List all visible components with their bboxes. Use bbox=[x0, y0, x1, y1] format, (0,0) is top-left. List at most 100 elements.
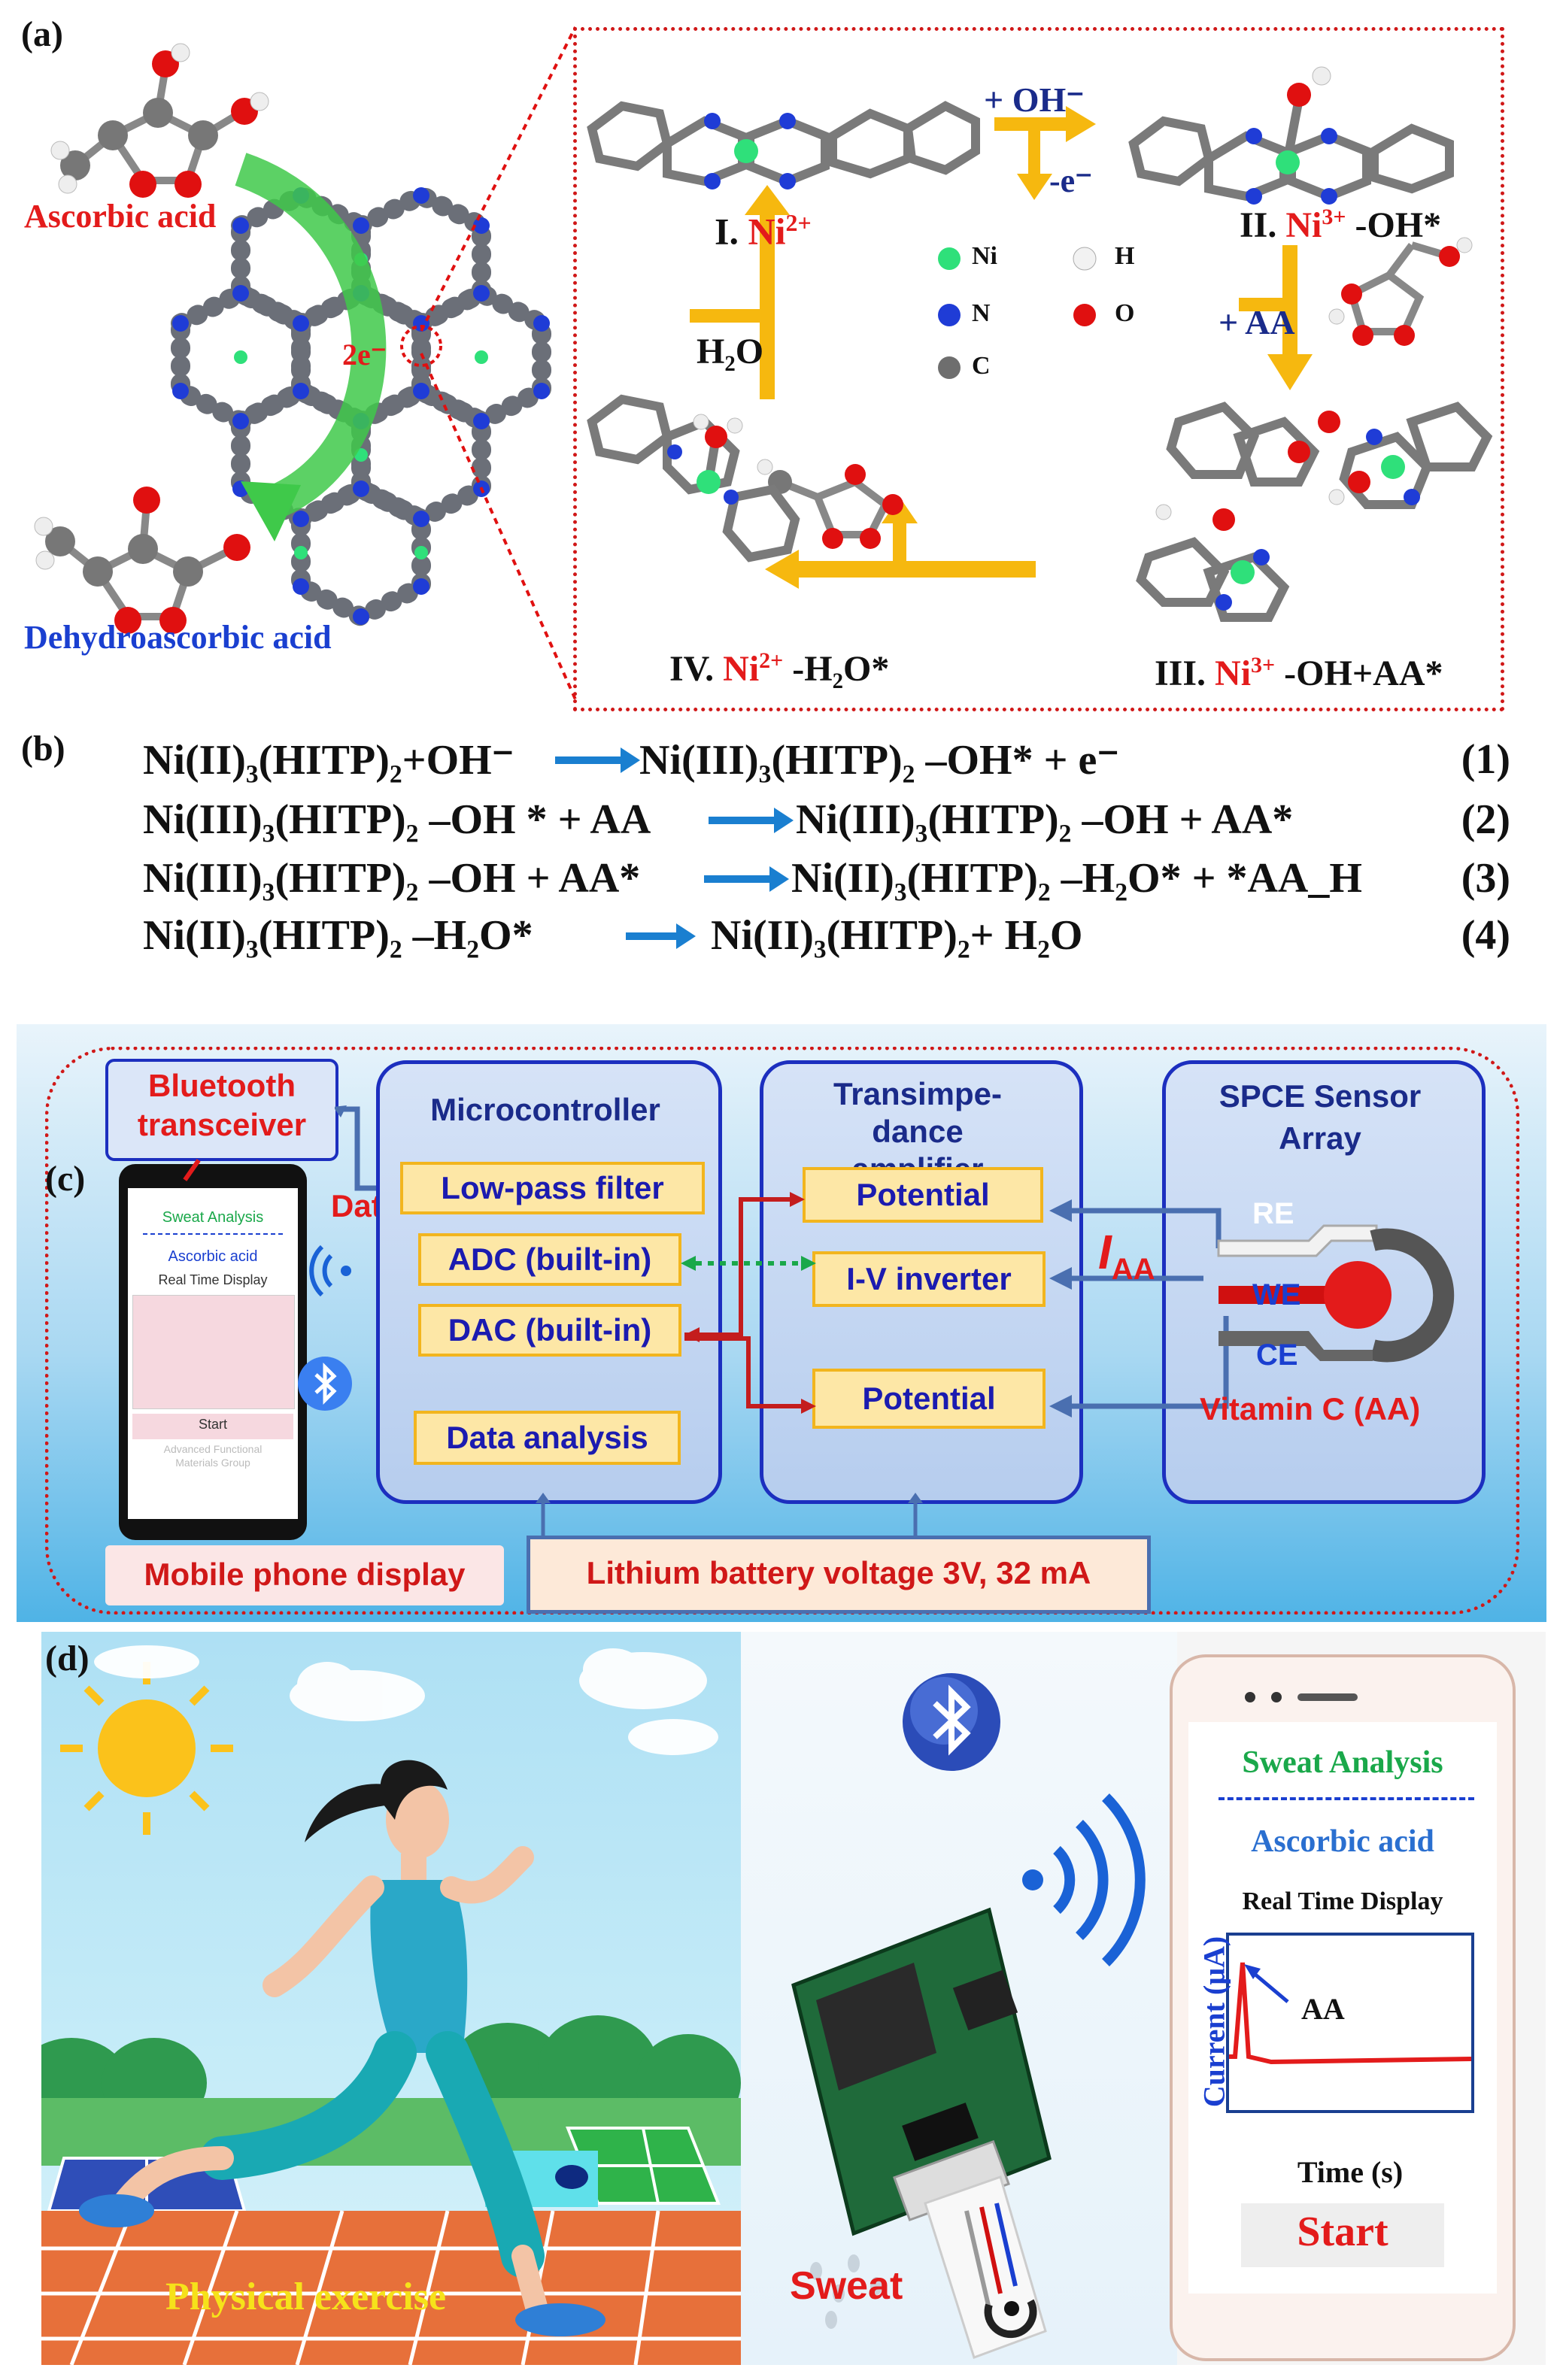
panel-c-phone-analyte: Ascorbic acid bbox=[168, 1248, 258, 1265]
sun-icon bbox=[60, 1662, 233, 1835]
panel-c-phone-start-button[interactable]: Start bbox=[198, 1417, 227, 1432]
equation-4-rhs: Ni(II)₃(HITP)₂+ H₂O bbox=[711, 912, 1083, 959]
panel-d-start-button[interactable]: Start bbox=[1297, 2209, 1388, 2255]
zoom-connector-lines bbox=[420, 26, 577, 699]
phone-speaker bbox=[1297, 1693, 1358, 1701]
step-iv-label: IV. Ni2+ -H₂O* bbox=[669, 648, 890, 689]
equation-2-rhs: Ni(III)₃(HITP)₂ –OH + AA* bbox=[796, 796, 1294, 843]
panel-c-phone-footer: Advanced Functional Materials Group bbox=[163, 1443, 263, 1469]
dehydroascorbic-acid-molecule bbox=[34, 487, 250, 634]
panel-d-phone-analyte: Ascorbic acid bbox=[1251, 1824, 1434, 1859]
adc-box: ADC (built-in) bbox=[418, 1233, 681, 1286]
signal-connections bbox=[681, 1192, 1229, 1417]
step-iii-label: III. Ni3+ -OH+AA* bbox=[1155, 653, 1443, 693]
oh-addition-label: + OH⁻ bbox=[984, 80, 1085, 119]
equation-2-number: (2) bbox=[1461, 796, 1510, 843]
panel-d-label: (d) bbox=[45, 1639, 90, 1678]
legend-o: O bbox=[1115, 299, 1135, 327]
peak-arrow-line bbox=[1249, 1969, 1289, 2003]
equation-1-number: (1) bbox=[1461, 736, 1510, 783]
equation-2: Ni(III)₃(HITP)₂ –OH * + AA bbox=[143, 796, 651, 843]
re-label: RE bbox=[1252, 1197, 1294, 1230]
wireless-signal-large-icon bbox=[1022, 1793, 1146, 1966]
equation-2-arrow bbox=[709, 817, 776, 824]
battery-box bbox=[527, 1536, 1151, 1614]
mobile-display-box bbox=[105, 1545, 504, 1605]
step-iii-molecule bbox=[1136, 402, 1493, 622]
wireless-signal-icon bbox=[309, 1245, 351, 1297]
panel-b-label: (b) bbox=[21, 729, 65, 769]
bluetooth-icon bbox=[298, 1357, 352, 1411]
arrow-head bbox=[621, 747, 640, 773]
water-release-label: H₂O bbox=[697, 332, 764, 371]
equation-3-number: (3) bbox=[1461, 855, 1510, 902]
oh-addition-arrow bbox=[994, 106, 1096, 200]
dha-product-molecule bbox=[757, 459, 903, 549]
aa-molecule bbox=[1328, 237, 1473, 346]
equation-3-arrow bbox=[704, 875, 772, 883]
arrow-head bbox=[769, 866, 789, 892]
bluetooth-transceiver-label: Bluetooth transceiver bbox=[137, 1068, 307, 1142]
battery-label: Lithium battery voltage 3V, 32 mA bbox=[586, 1555, 1091, 1590]
mof-framework-illustration bbox=[34, 43, 551, 634]
equation-3: Ni(III)₃(HITP)₂ –OH + AA* bbox=[143, 855, 641, 902]
panel-d-phone-divider bbox=[1219, 1797, 1474, 1800]
equation-4-number: (4) bbox=[1461, 912, 1510, 959]
bluetooth-sphere-icon bbox=[903, 1673, 1000, 1771]
panel-d-phone-mode: Real Time Display bbox=[1242, 1887, 1443, 1915]
panel-c-label: (c) bbox=[45, 1159, 86, 1199]
electron-loss-label: -e⁻ bbox=[1049, 162, 1093, 199]
step-ii-molecule bbox=[1128, 97, 1454, 202]
equation-1-arrow bbox=[555, 756, 623, 764]
mobile-display-label: Mobile phone display bbox=[144, 1557, 466, 1592]
green-reaction-arrow bbox=[235, 153, 387, 520]
sweat-label: Sweat bbox=[790, 2264, 903, 2308]
iv-inverter-box: I-V inverter bbox=[812, 1251, 1046, 1307]
dehydroascorbic-acid-label: Dehydroascorbic acid bbox=[24, 619, 332, 656]
ce-label: CE bbox=[1256, 1339, 1298, 1372]
tia-potential-bottom-box: Potential bbox=[812, 1369, 1046, 1429]
step-i-atoms bbox=[704, 113, 796, 189]
spce-sensor-array-title: SPCE Sensor Array bbox=[1219, 1078, 1422, 1156]
equation-1: Ni(II)₃(HITP)₂+OH⁻ bbox=[143, 737, 514, 784]
current-time-plot-frame bbox=[1226, 1933, 1474, 2113]
equation-1-rhs: Ni(III)₃(HITP)₂ –OH* + e⁻ bbox=[639, 737, 1119, 784]
we-label: WE bbox=[1252, 1278, 1301, 1311]
arrow-head bbox=[676, 923, 696, 949]
legend-c: C bbox=[972, 352, 991, 380]
running-scene-art bbox=[41, 1645, 741, 2365]
panel-c-phone-mode: Real Time Display bbox=[158, 1272, 268, 1287]
atom-legend-markers bbox=[938, 247, 1097, 379]
panel-c-phone-divider bbox=[143, 1233, 283, 1235]
step-ii-label: II. Ni3+ -OH* bbox=[1240, 205, 1442, 245]
equation-4: Ni(II)₃(HITP)₂ –H₂O* bbox=[143, 912, 533, 959]
data-analysis-box: Data analysis bbox=[414, 1411, 681, 1465]
product-release-arrow bbox=[765, 497, 1036, 589]
phone-camera-dot-2 bbox=[1271, 1692, 1282, 1702]
plot-ylabel: Current (μA) bbox=[1197, 1936, 1231, 2108]
physical-exercise-label: Physical exercise bbox=[165, 2275, 447, 2318]
plot-xlabel: Time (s) bbox=[1297, 2155, 1404, 2189]
legend-n: N bbox=[972, 299, 991, 327]
arrow-head bbox=[774, 808, 794, 833]
running-scene bbox=[41, 1632, 741, 2365]
dac-box: DAC (built-in) bbox=[418, 1304, 681, 1357]
spce-electrodes bbox=[1217, 1224, 1455, 1363]
ascorbic-acid-molecule bbox=[50, 43, 269, 198]
legend-ni: Ni bbox=[972, 242, 997, 270]
vitamin-c-label: Vitamin C (AA) bbox=[1200, 1391, 1421, 1426]
water-release-arrow bbox=[690, 185, 790, 399]
panel-d-phone-title: Sweat Analysis bbox=[1242, 1745, 1443, 1780]
device-illustration bbox=[791, 1673, 1146, 2359]
step-i-label: I. Ni2+ bbox=[715, 209, 812, 253]
panel-d-start-bg bbox=[1241, 2203, 1444, 2267]
phone-camera-dot-1 bbox=[1245, 1692, 1255, 1702]
peak-arrow-head bbox=[1244, 1964, 1261, 1979]
current-time-plot bbox=[1229, 1962, 1472, 2065]
equation-4-arrow bbox=[626, 932, 678, 940]
ascorbic-acid-label: Ascorbic acid bbox=[24, 198, 217, 235]
peak-label: AA bbox=[1301, 1992, 1345, 2026]
aa-addition-label: + AA bbox=[1219, 303, 1295, 341]
current-trace bbox=[1229, 1962, 1472, 2065]
panel-c-phone-plot bbox=[132, 1295, 295, 1409]
